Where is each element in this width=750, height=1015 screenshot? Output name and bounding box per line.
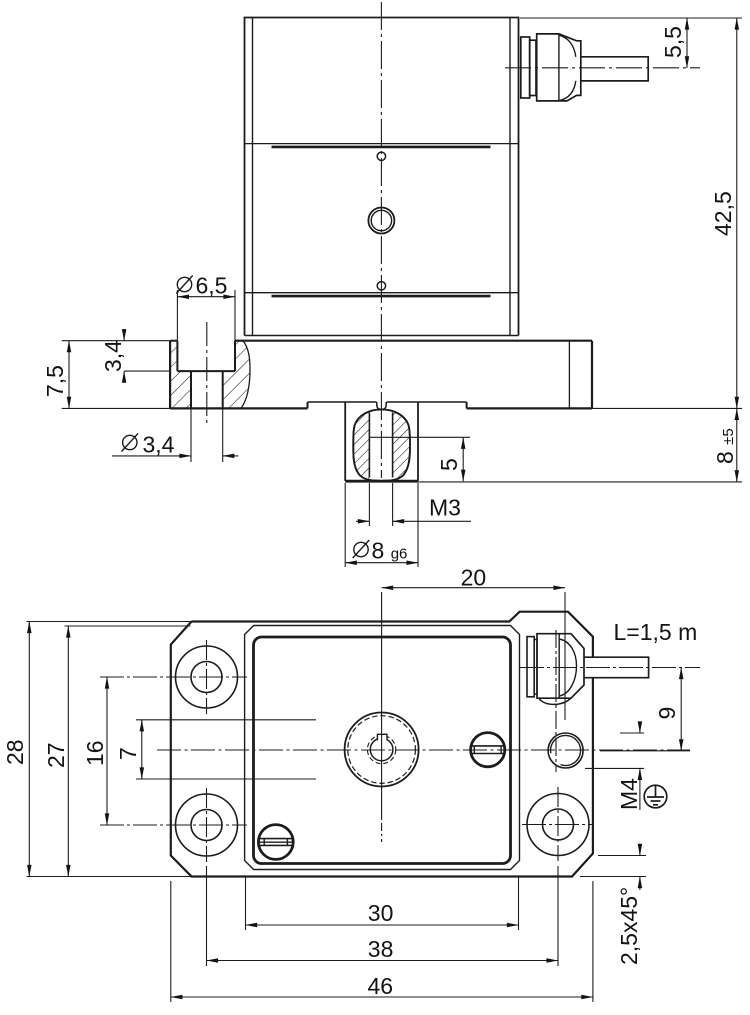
svg-text:8 ±5: 8 ±5 bbox=[712, 428, 738, 464]
svg-text:3,4: 3,4 bbox=[100, 340, 126, 372]
svg-text:3,4: 3,4 bbox=[143, 432, 175, 458]
svg-text:30: 30 bbox=[368, 900, 394, 926]
svg-text:38: 38 bbox=[368, 936, 394, 962]
svg-text:7: 7 bbox=[115, 747, 141, 760]
svg-text:M4: M4 bbox=[616, 778, 642, 810]
svg-text:27: 27 bbox=[43, 742, 69, 768]
svg-text:M3: M3 bbox=[429, 494, 461, 520]
svg-text:6,5: 6,5 bbox=[196, 273, 228, 299]
svg-text:28: 28 bbox=[2, 739, 28, 765]
svg-text:5: 5 bbox=[436, 458, 462, 471]
svg-text:7,5: 7,5 bbox=[42, 365, 68, 397]
svg-text:5,5: 5,5 bbox=[660, 26, 686, 58]
svg-text:46: 46 bbox=[368, 973, 394, 999]
svg-text:20: 20 bbox=[461, 565, 487, 591]
svg-text:42,5: 42,5 bbox=[710, 191, 736, 236]
svg-text:L=1,5 m: L=1,5 m bbox=[614, 619, 698, 645]
svg-text:8 g6: 8 g6 bbox=[372, 537, 408, 563]
svg-text:9: 9 bbox=[654, 707, 680, 720]
svg-text:2,5x45°: 2,5x45° bbox=[616, 887, 642, 965]
svg-text:16: 16 bbox=[82, 740, 108, 766]
